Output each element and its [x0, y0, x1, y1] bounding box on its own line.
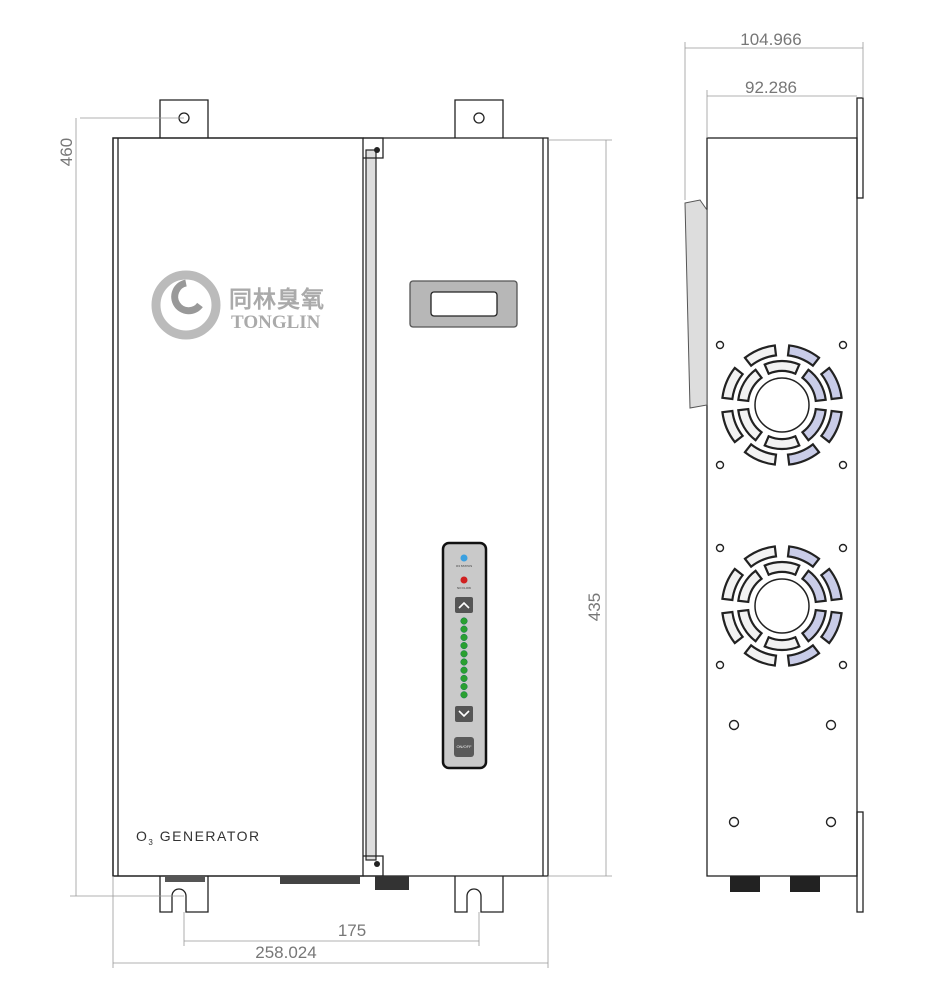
bottom-right-bracket [454, 876, 504, 913]
fan-slot [721, 610, 745, 645]
top-left-bracket [159, 99, 209, 138]
fan-slot [819, 567, 843, 602]
fan-hub [754, 578, 810, 634]
mount-hole [473, 112, 485, 124]
fan-slot [743, 545, 778, 569]
fan-slot [743, 442, 778, 466]
fan-slot [786, 545, 821, 569]
door-hinge [365, 149, 377, 861]
fan-slot [819, 409, 843, 444]
o3-status-led [460, 554, 468, 562]
level-led [460, 633, 468, 641]
o3-status-label: O3 STATUS [455, 564, 473, 568]
fan-slot [737, 608, 764, 643]
fan-slot [763, 635, 801, 652]
side-housing [706, 137, 858, 877]
dim-hole-spacing: 175 [338, 921, 366, 940]
front-view [112, 99, 549, 913]
fan-slot [786, 442, 821, 466]
cable-gland [730, 876, 760, 892]
fan-slot [721, 567, 745, 602]
fan-grille-top [721, 344, 843, 466]
cable-gland [790, 876, 820, 892]
level-led-bar [460, 617, 468, 699]
level-led [460, 691, 468, 699]
fan-slot [786, 344, 821, 368]
tonglin-logo [151, 270, 221, 340]
bottom-connector [280, 876, 360, 884]
fan-slot [721, 366, 745, 401]
cable-gland [375, 876, 409, 890]
no-flow-label: NO FLOW [457, 586, 471, 590]
fan-slot [743, 344, 778, 368]
chevron-down-icon [458, 710, 470, 718]
logo-text: TONGLIN [231, 312, 321, 333]
dimension-lines [70, 42, 864, 968]
up-button[interactable] [455, 597, 473, 613]
fan-slot [786, 643, 821, 667]
fan-slot [800, 368, 827, 403]
level-led [460, 625, 468, 633]
fan-hub [754, 377, 810, 433]
fan-grille-bottom [721, 545, 843, 667]
fan-slot [800, 569, 827, 604]
fan-slot [800, 407, 827, 442]
fan-slot [819, 366, 843, 401]
level-led [460, 617, 468, 625]
logo-chinese: 同林臭氧 [229, 286, 325, 313]
door-handle-profile [684, 199, 708, 409]
side-view [684, 97, 864, 913]
lcd-display [430, 291, 498, 317]
dim-overall-height: 460 [57, 138, 76, 166]
dim-depth-overall: 104.966 [740, 30, 801, 49]
level-led [460, 642, 468, 650]
dim-body-height: 435 [585, 593, 604, 621]
fan-slot [737, 407, 764, 442]
side-bracket-top [856, 97, 864, 199]
dim-depth-body: 92.286 [745, 78, 797, 97]
fan-slot [721, 409, 745, 444]
front-door[interactable] [112, 137, 364, 877]
level-led [460, 650, 468, 658]
fan-slot [763, 434, 801, 451]
fan-slot [737, 368, 764, 403]
dim-overall-width: 258.024 [255, 943, 316, 962]
level-led [460, 683, 468, 691]
fan-slot [743, 643, 778, 667]
level-led [460, 674, 468, 682]
product-label: O3 GENERATOR [136, 828, 261, 847]
level-led [460, 666, 468, 674]
side-bracket-bottom [856, 811, 864, 913]
fan-slot [763, 359, 801, 376]
fan-slot [819, 610, 843, 645]
fan-slot [763, 560, 801, 577]
down-button[interactable] [455, 706, 473, 722]
fan-slot [800, 608, 827, 643]
fan-slot [737, 569, 764, 604]
on-off-button[interactable] [454, 737, 474, 757]
no-flow-led [460, 576, 468, 584]
level-led [460, 658, 468, 666]
top-right-bracket [454, 99, 504, 138]
chevron-up-icon [458, 601, 470, 609]
